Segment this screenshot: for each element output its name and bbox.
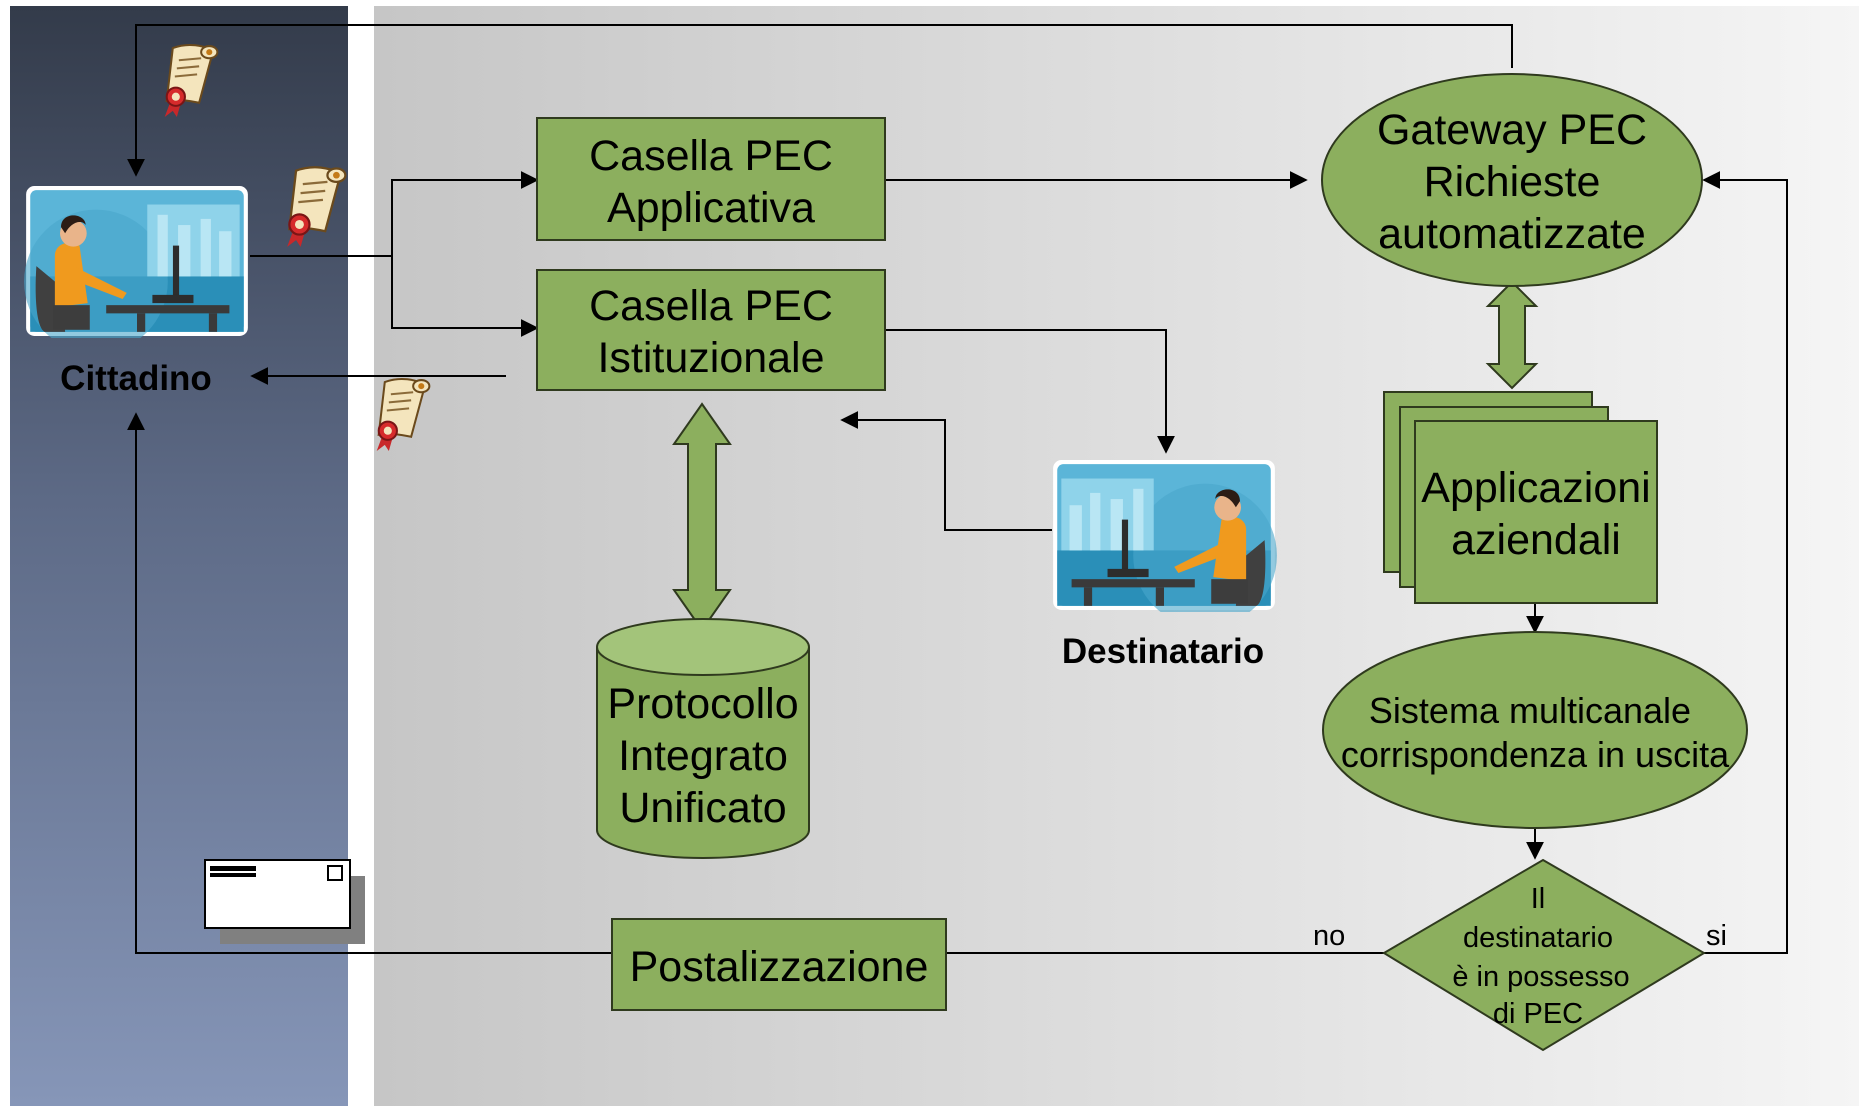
edge-label-no: no bbox=[1313, 920, 1345, 952]
envelope-icon bbox=[204, 859, 365, 944]
gateway-line3: automatizzate bbox=[1378, 210, 1646, 258]
protocollo-line2: Integrato bbox=[618, 732, 788, 780]
protocollo-line3: Unificato bbox=[619, 784, 786, 832]
edge-label-si: si bbox=[1706, 920, 1727, 952]
person-at-computer-icon bbox=[24, 186, 248, 338]
decision-line3: è in possesso bbox=[1452, 961, 1629, 993]
edge-destinatario-to-istituzionale bbox=[840, 411, 1052, 531]
protocollo-node: Protocollo Integrato Unificato bbox=[596, 618, 810, 859]
decision-line4: di PEC bbox=[1493, 998, 1583, 1030]
connectors bbox=[127, 24, 1788, 954]
double-arrow-gateway-applicazioni bbox=[1485, 280, 1539, 390]
person-at-computer-icon bbox=[1053, 460, 1277, 612]
sistema-multicanale-node: Sistema multicanale corrispondenza in us… bbox=[1322, 631, 1748, 829]
decision-node: Il destinatario è in possesso di PEC bbox=[1382, 858, 1706, 1052]
casella-pec-applicativa-node: Casella PEC Applicativa bbox=[536, 117, 886, 241]
protocollo-line1: Protocollo bbox=[607, 680, 798, 728]
sistema-line1: Sistema multicanale bbox=[1369, 690, 1691, 731]
postalizzazione-label: Postalizzazione bbox=[630, 943, 929, 991]
casella-applicativa-line1: Casella PEC bbox=[589, 132, 833, 180]
casella-applicativa-line2: Applicativa bbox=[607, 184, 815, 232]
edge-to-casella-applicativa bbox=[391, 171, 539, 256]
destinatario-label: Destinatario bbox=[1062, 632, 1264, 671]
casella-istituzionale-line1: Casella PEC bbox=[589, 282, 833, 330]
decision-line2: destinatario bbox=[1463, 922, 1613, 954]
casella-istituzionale-line2: Istituzionale bbox=[597, 334, 824, 382]
gateway-line2: Richieste bbox=[1424, 158, 1601, 206]
edge-postalizzazione-to-cittadino bbox=[127, 412, 612, 954]
edge-gateway-to-cittadino bbox=[127, 24, 1513, 177]
applicazioni-aziendali-node: Applicazioni aziendali bbox=[1383, 391, 1658, 604]
sistema-line2: corrispondenza in uscita bbox=[1341, 734, 1730, 775]
casella-pec-istituzionale-node: Casella PEC Istituzionale bbox=[536, 269, 886, 391]
gateway-pec-node: Gateway PEC Richieste automatizzate bbox=[1321, 73, 1703, 287]
postalizzazione-node: Postalizzazione bbox=[611, 918, 947, 1011]
applicazioni-line1: Applicazioni bbox=[1421, 464, 1650, 512]
decision-line1: Il bbox=[1531, 883, 1546, 915]
cittadino-label: Cittadino bbox=[60, 359, 212, 398]
edge-decision-si-to-gateway bbox=[1702, 171, 1788, 954]
applicazioni-line2: aziendali bbox=[1451, 516, 1621, 564]
gateway-line1: Gateway PEC bbox=[1377, 106, 1647, 154]
edge-istituzionale-to-destinatario bbox=[886, 329, 1175, 454]
edge-to-casella-istituzionale bbox=[391, 256, 539, 337]
